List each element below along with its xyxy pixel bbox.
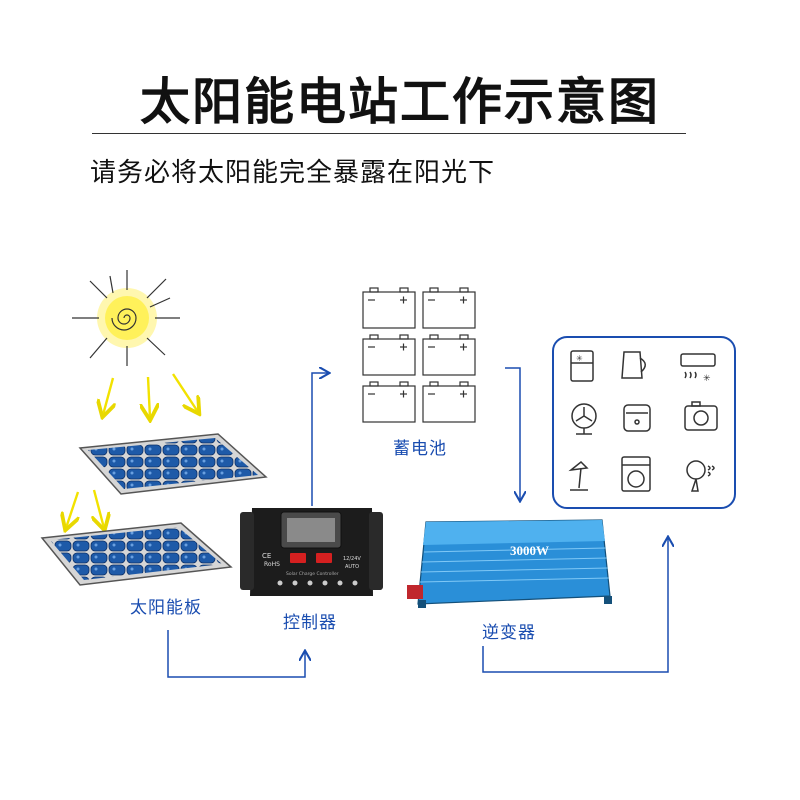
flow-arrow-controller-to-battery bbox=[312, 373, 328, 506]
charge-controller: CE RoHS 12/24V AUTO Solar Charge Control… bbox=[240, 508, 383, 596]
svg-text:RoHS: RoHS bbox=[264, 561, 280, 568]
controller-model-text: Solar Charge Controller bbox=[286, 571, 339, 577]
sun-icon bbox=[72, 270, 180, 366]
svg-text:AUTO: AUTO bbox=[345, 564, 359, 570]
battery-label: 蓄电池 bbox=[393, 434, 447, 459]
svg-text:3000W: 3000W bbox=[510, 543, 549, 558]
svg-text:✳: ✳ bbox=[576, 354, 583, 363]
controller-label: 控制器 bbox=[283, 608, 337, 633]
svg-text:12/24V: 12/24V bbox=[343, 556, 361, 562]
solar-panel-upper bbox=[80, 434, 266, 494]
flow-arrow-panel-to-controller bbox=[168, 630, 305, 677]
battery-bank bbox=[363, 288, 475, 422]
solar-panel-lower bbox=[42, 523, 231, 585]
svg-text:✳: ✳ bbox=[703, 374, 711, 384]
flow-arrow-battery-to-inverter bbox=[505, 368, 520, 500]
inverter: 3000W bbox=[407, 520, 612, 608]
solar-panel-label: 太阳能板 bbox=[130, 593, 202, 618]
svg-text:CE: CE bbox=[262, 552, 271, 560]
inverter-label: 逆变器 bbox=[482, 618, 536, 643]
